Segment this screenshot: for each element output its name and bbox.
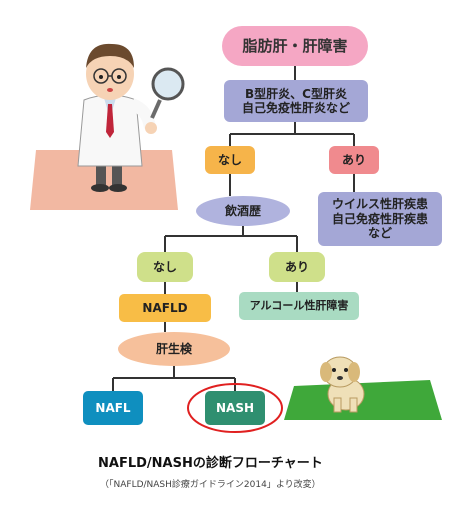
liver-biopsy-node: 肝生検 — [118, 332, 230, 366]
alcoholic-liver-node: アルコール性肝障害 — [239, 292, 359, 320]
branch-yes-2-label: あり — [284, 259, 309, 274]
nash-highlight-circle — [187, 383, 283, 433]
nafl-label: NAFL — [95, 400, 131, 415]
root-label: 脂肪肝・肝障害 — [242, 37, 348, 55]
drinking-history-node: 飲酒歴 — [196, 196, 290, 226]
flowchart-title: NAFLD/NASHの診断フローチャート — [98, 456, 323, 471]
liver-biopsy-label: 肝生検 — [155, 341, 192, 356]
branch-none-2-label: なし — [152, 259, 177, 274]
dog-illustration — [320, 356, 365, 413]
root-node-fatty-liver: 脂肪肝・肝障害 — [222, 26, 368, 66]
nafl-node: NAFL — [83, 391, 143, 425]
nafld-node: NAFLD — [119, 294, 211, 322]
branch-yes-2: あり — [269, 252, 325, 282]
hepatitis-label: B型肝炎、C型肝炎 自己免疫性肝炎など — [241, 86, 350, 115]
branch-yes-1: あり — [329, 146, 379, 174]
viral-liver-disease-node: ウイルス性肝疾患 自己免疫性肝疾患 など — [318, 192, 442, 246]
doctor-illustration — [77, 43, 185, 192]
nash-label: NASH — [215, 400, 254, 415]
branch-none-2: なし — [137, 252, 193, 282]
connector-lines — [112, 66, 355, 391]
branch-yes-1-label: あり — [341, 152, 366, 167]
hepatitis-check-node: B型肝炎、C型肝炎 自己免疫性肝炎など — [224, 80, 368, 122]
nafld-label: NAFLD — [142, 300, 188, 315]
drinking-history-label: 飲酒歴 — [224, 203, 261, 218]
nash-node: NASH — [205, 391, 265, 425]
alcoholic-liver-label: アルコール性肝障害 — [249, 299, 349, 313]
viral-liver-disease-label: ウイルス性肝疾患 自己免疫性肝疾患 など — [331, 197, 428, 241]
branch-none-1-label: なし — [217, 152, 242, 167]
flowchart-source: （「NAFLD/NASH診療ガイドライン2014」より改変） — [100, 480, 321, 490]
branch-none-1: なし — [205, 146, 255, 174]
